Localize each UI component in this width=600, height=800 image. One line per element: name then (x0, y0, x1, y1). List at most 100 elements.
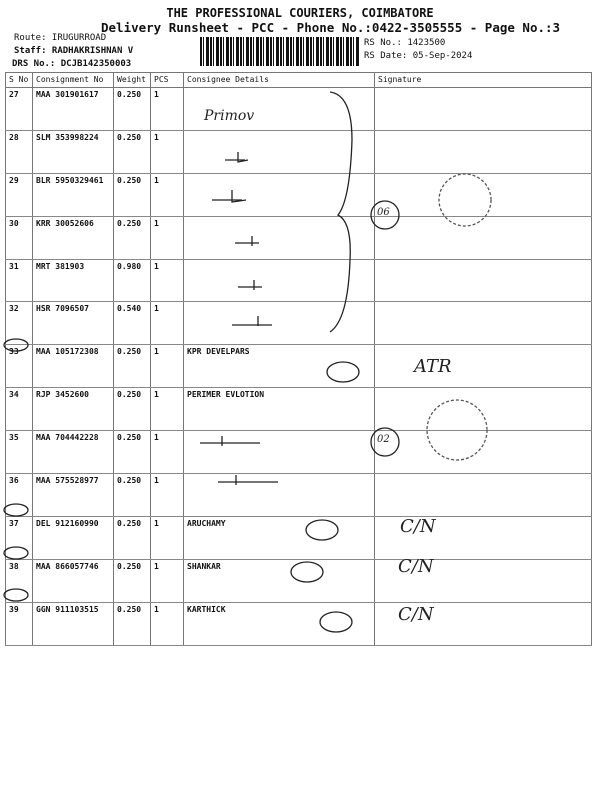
signature-cell (374, 130, 592, 174)
company-title: THE PROFESSIONAL COURIERS, COIMBATORE (166, 6, 434, 20)
serial-number: 30 (5, 216, 33, 260)
weight: 0.250 (113, 473, 151, 517)
serial-number: 31 (5, 259, 33, 303)
handwritten-cn: C/N (398, 604, 434, 625)
signature-cell (374, 344, 592, 389)
pieces: 1 (150, 387, 184, 432)
consignment-number: MAA 105172308 (32, 344, 114, 389)
brace-mark (329, 91, 353, 333)
weight: 0.250 (113, 387, 151, 432)
route: Route: IRUGURROAD (14, 33, 107, 43)
consignee-details (183, 87, 375, 131)
col-consignee: Consignee Details (183, 72, 375, 88)
col-weight: Weight (113, 72, 151, 88)
col-sno: S No (5, 72, 33, 88)
handwritten-count: 02 (377, 434, 390, 445)
consignment-number: SLM 353998224 (32, 130, 114, 174)
serial-number: 34 (5, 387, 33, 432)
consignee-details: SHANKAR (183, 559, 375, 603)
consignee-details: PERIMER EVLOTION (183, 387, 375, 432)
serial-number: 33 (5, 344, 33, 389)
consignment-number: KRR 30052606 (32, 216, 114, 260)
consignment-number: MAA 704442228 (32, 430, 114, 475)
pieces: 1 (150, 301, 184, 346)
consignee-details: KARTHICK (183, 602, 375, 646)
consignee-details (183, 130, 375, 174)
consignment-number: BLR 5950329461 (32, 173, 114, 217)
serial-number: 32 (5, 301, 33, 346)
serial-number: 29 (5, 173, 33, 217)
consignment-number: MAA 866057746 (32, 559, 114, 603)
signature-cell (374, 216, 592, 260)
serial-number: 35 (5, 430, 33, 475)
signature-cell (374, 559, 592, 603)
handwritten-cn: C/N (400, 516, 436, 537)
serial-number: 27 (5, 87, 33, 131)
signature-cell (374, 602, 592, 646)
weight: 0.540 (113, 301, 151, 346)
serial-number: 39 (5, 602, 33, 646)
pieces: 1 (150, 430, 184, 475)
handwritten-note: Primov (204, 108, 255, 124)
weight: 0.250 (113, 344, 151, 389)
handwritten-atr: ATR (414, 356, 452, 377)
consignment-number: DEL 912160990 (32, 516, 114, 560)
signature-cell (374, 259, 592, 303)
pieces: 1 (150, 602, 184, 646)
weight: 0.250 (113, 602, 151, 646)
weight: 0.250 (113, 430, 151, 475)
weight: 0.250 (113, 216, 151, 260)
weight: 0.250 (113, 130, 151, 174)
col-pcs: PCS (150, 72, 184, 88)
consignee-details: ARUCHAMY (183, 516, 375, 560)
consignee-details: KPR DEVELPARS (183, 344, 375, 389)
pieces: 1 (150, 344, 184, 389)
consignment-number: RJP 3452600 (32, 387, 114, 432)
consignment-number: MRT 381903 (32, 259, 114, 303)
runsheet-subtitle: Delivery Runsheet - PCC - Phone No.:0422… (101, 20, 561, 35)
col-consignment: Consignment No (32, 72, 114, 88)
handwritten-count: 06 (377, 207, 390, 218)
weight: 0.250 (113, 87, 151, 131)
pieces: 1 (150, 559, 184, 603)
consignment-number: MAA 575528977 (32, 473, 114, 517)
consignee-details (183, 173, 375, 217)
signature-cell (374, 301, 592, 346)
rs-number: RS No.: 1423500 (364, 38, 446, 48)
consignment-number: HSR 7096507 (32, 301, 114, 346)
drs-number: DRS No.: DCJB142350003 (12, 59, 132, 69)
serial-number: 28 (5, 130, 33, 174)
consignment-number: GGN 911103515 (32, 602, 114, 646)
pieces: 1 (150, 473, 184, 517)
consignee-details (183, 473, 375, 517)
pieces: 1 (150, 173, 184, 217)
signature-cell (374, 87, 592, 131)
consignee-details (183, 259, 375, 303)
consignee-details (183, 216, 375, 260)
runsheet-table: S No Consignment No Weight PCS Consignee… (5, 72, 592, 646)
signature-cell (374, 430, 592, 475)
consignee-details (183, 430, 375, 475)
handwritten-cn: C/N (398, 556, 434, 577)
signature-cell (374, 516, 592, 560)
pieces: 1 (150, 130, 184, 174)
signature-cell (374, 387, 592, 432)
staff: Staff: RADHAKRISHNAN V (14, 46, 134, 56)
pieces: 1 (150, 87, 184, 131)
weight: 0.250 (113, 516, 151, 560)
barcode (200, 37, 359, 66)
rs-date: RS Date: 05-Sep-2024 (364, 51, 473, 61)
